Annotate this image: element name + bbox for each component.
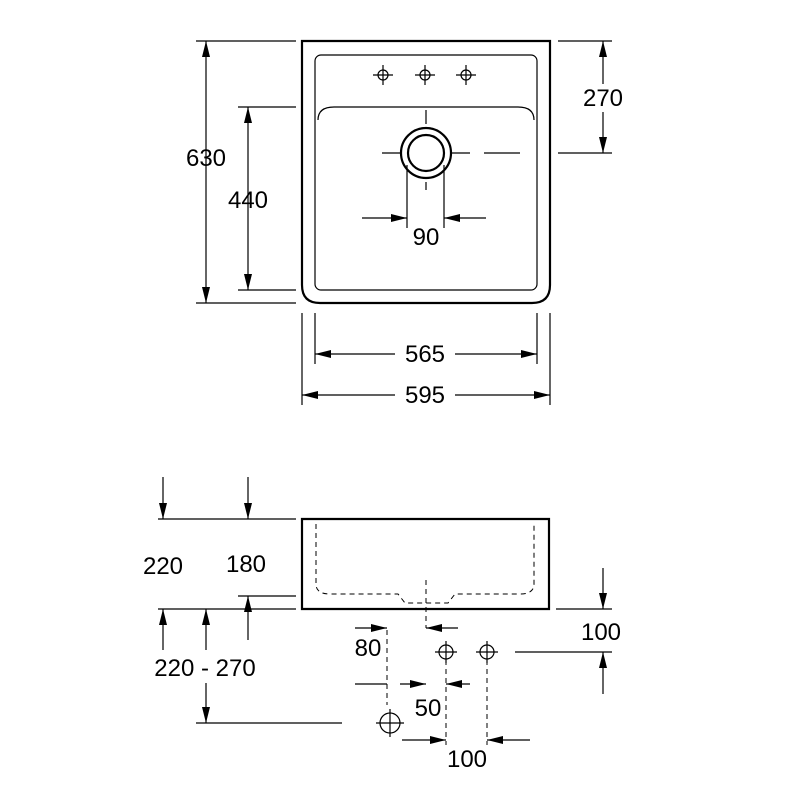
- top-view: 630 440 270 90 565 595: [186, 39, 623, 409]
- dim-label-trap-range: 220 - 270: [154, 655, 255, 682]
- tap-hole-icon: [456, 65, 476, 85]
- dim-label-overall-depth: 630: [186, 145, 226, 172]
- tap-hole-icon: [373, 65, 393, 85]
- dim-inner-width: 565: [315, 341, 537, 368]
- dim-overall-height: 220: [143, 477, 183, 580]
- dim-tap-offset: 270: [583, 41, 623, 153]
- waste-outlet-icon: [476, 641, 498, 663]
- dim-label-drain-drop: 100: [581, 619, 621, 646]
- waste-outlet-icon: [435, 641, 457, 663]
- dim-drain-diameter: 90: [362, 214, 486, 251]
- bowl-hidden-contour: [315, 524, 535, 604]
- bowl-edge-line: [317, 106, 535, 121]
- dim-label-overall-width: 595: [405, 382, 445, 409]
- dim-label-drain-diameter: 90: [413, 224, 440, 251]
- dim-label-inner-width: 565: [405, 341, 445, 368]
- dim-trap-range: 220 - 270: [154, 609, 256, 723]
- dim-label-tap-offset: 270: [583, 85, 623, 112]
- dim-label-drain-offset: 50: [415, 695, 442, 722]
- dim-outlet-spacing: 100: [402, 736, 530, 773]
- dim-drain-offset: 50: [355, 680, 470, 722]
- dim-label-bowl-height: 180: [226, 551, 266, 578]
- dim-label-outlet-spacing: 100: [447, 746, 487, 773]
- sink-side-outline: [300, 517, 551, 611]
- sink-rim-inner: [314, 54, 538, 291]
- dim-drain-drop: 100: [581, 568, 621, 694]
- dim-bowl-height: 180: [226, 477, 266, 640]
- sink-outer-outline: [300, 39, 552, 305]
- tap-hole-markers: [373, 65, 476, 85]
- trap-outlet-icon: [376, 709, 404, 737]
- dim-label-inlet-offset: 80: [355, 635, 382, 662]
- side-extension-lines: [158, 518, 612, 724]
- side-view: 220 180 220 - 270 100: [143, 477, 621, 773]
- drain-hole: [382, 110, 520, 228]
- dim-label-bowl-depth: 440: [228, 187, 268, 214]
- dim-label-overall-height: 220: [143, 553, 183, 580]
- dim-inlet-offset: 80: [355, 624, 458, 662]
- dim-overall-depth: 630: [186, 41, 226, 303]
- outlet-holes: [376, 630, 498, 745]
- dim-bowl-depth: 440: [228, 107, 268, 290]
- tap-hole-icon: [415, 65, 435, 85]
- dim-overall-width: 595: [302, 382, 550, 409]
